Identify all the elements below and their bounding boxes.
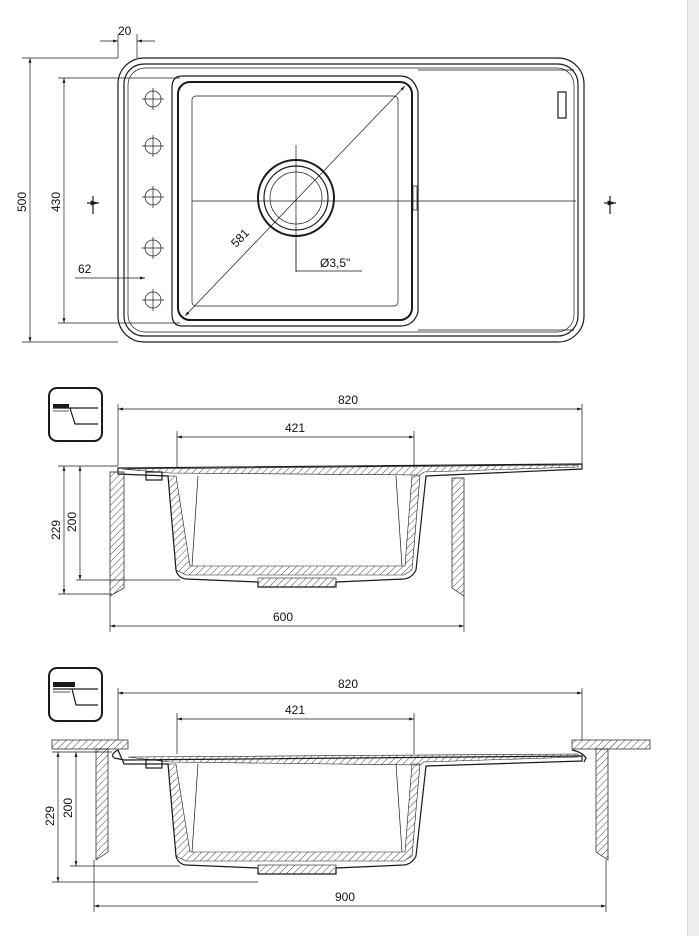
tap-hole-2 xyxy=(142,135,164,157)
dim-bowl-depth-2-label: 200 xyxy=(61,798,75,818)
section-marker-right xyxy=(604,196,616,214)
dim-bowl-height-label: 430 xyxy=(49,192,63,212)
dim-total-height-label: 500 xyxy=(15,192,29,212)
dim-diagonal-label: 581 xyxy=(228,226,252,250)
dim-drain-leader xyxy=(295,240,362,272)
section-marker-left xyxy=(87,196,99,214)
dim-lip-label: 20 xyxy=(118,24,132,38)
installation-icon-flush xyxy=(48,387,103,442)
drainboard xyxy=(412,69,574,331)
sink-rim-inner xyxy=(127,67,575,333)
tap-hole-5 xyxy=(142,289,164,311)
dim-drain-label: Ø3,5" xyxy=(320,256,350,270)
dim-bowl-width-1-label: 421 xyxy=(285,421,305,435)
cabinet-wall-left-1 xyxy=(109,471,125,597)
side-view-2: 820 421 229 200 xyxy=(43,667,651,912)
dim-cabinet-width-1-label: 600 xyxy=(273,610,293,624)
tap-holes xyxy=(142,88,164,311)
worktop-right xyxy=(571,739,651,750)
dim-cabinet-width-2-label: 900 xyxy=(335,890,355,904)
tap-hole-1 xyxy=(142,88,164,110)
dim-total-depth-1-label: 229 xyxy=(49,520,63,540)
bowl-overflow xyxy=(412,185,418,211)
cabinet-wall-left-2 xyxy=(95,748,109,861)
worktop-left xyxy=(51,739,129,750)
cabinet-wall-right-1 xyxy=(451,477,465,597)
installation-icon-inset xyxy=(48,667,103,722)
dim-total-width-1-label: 820 xyxy=(338,393,358,407)
overflow-slot xyxy=(557,91,567,119)
sink-section-1 xyxy=(117,463,583,588)
sink-rim xyxy=(123,63,579,337)
top-view: 581 Ø3,5" 20 500 430 62 xyxy=(15,24,616,343)
sink-section-2 xyxy=(112,749,587,875)
dim-hole-offset-label: 62 xyxy=(78,262,92,276)
tap-hole-3 xyxy=(142,186,164,208)
dim-total-width-2-label: 820 xyxy=(338,677,358,691)
dim-bowl-depth-1-label: 200 xyxy=(65,512,79,532)
dim-bowl-width-2-label: 421 xyxy=(285,703,305,717)
cabinet-wall-right-2 xyxy=(595,748,609,861)
tap-hole-4 xyxy=(142,237,164,259)
vertical-scrollbar[interactable] xyxy=(687,0,699,936)
dim-total-depth-2-label: 229 xyxy=(43,806,57,826)
side-view-1: 820 421 229 200 600 xyxy=(48,387,583,632)
dim-diagonal-line xyxy=(184,85,406,317)
sink-outer-edge xyxy=(117,57,585,343)
